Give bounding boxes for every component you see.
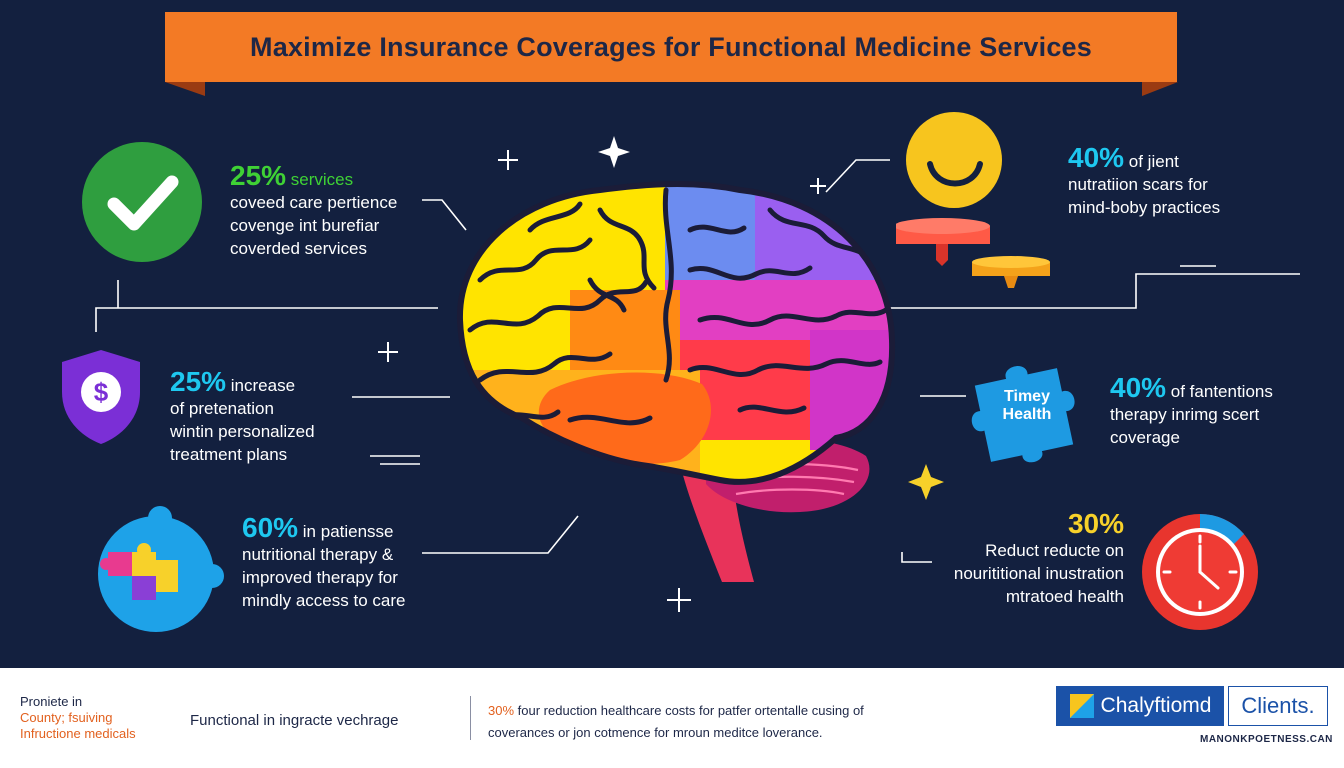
footer-left-line: Proniete in <box>20 694 83 709</box>
stat-headline: in patiensse <box>302 522 394 541</box>
stat-line: wintin personalized <box>170 422 315 441</box>
stat-percent: 30% <box>1067 508 1124 539</box>
stat-headline: of fantentions <box>1170 382 1273 401</box>
stat-line: coverded services <box>230 239 368 258</box>
logo-primary-text: Chalyftiomd <box>1100 694 1212 717</box>
stat-line: therapy inrimg scert <box>1110 405 1260 424</box>
stat-line: mind-boby practices <box>1068 198 1221 217</box>
footer: Proniete in County; fsuiving Infructione… <box>0 668 1344 768</box>
stat-percent: 60% <box>242 512 299 543</box>
footer-left-line: Infructione medicals <box>20 726 136 741</box>
stat-line: coverage <box>1110 428 1180 447</box>
stat-bottom-left: 60% in patiensse nutritional therapy & i… <box>242 514 406 612</box>
stat-percent: 40% <box>1068 142 1125 173</box>
check-icon <box>82 142 202 262</box>
sparkle-icon <box>598 136 630 168</box>
dollar-shield-icon: $ <box>62 350 140 444</box>
footer-right-percent: 30% <box>488 703 515 718</box>
smiley-icon <box>896 112 1050 288</box>
stat-line: coveed care pertience <box>230 193 398 212</box>
stat-mid-left: 25% increase of pretenation wintin perso… <box>170 368 315 466</box>
stat-line: mindly access to care <box>242 591 406 610</box>
stat-line: covenge int burefiar <box>230 216 380 235</box>
stat-percent: 25% <box>230 160 287 191</box>
logo-primary: Chalyftiomd <box>1056 686 1224 726</box>
footer-left: Proniete in County; fsuiving Infructione… <box>20 694 136 742</box>
stat-line: treatment plans <box>170 445 288 464</box>
logo-mark-icon <box>1069 694 1094 718</box>
stat-top-right: 40% of jient nutratiion scars for mind-b… <box>1068 144 1221 219</box>
stat-line: improved therapy for <box>242 568 398 587</box>
sparkle-icon <box>908 464 944 500</box>
stat-headline: increase <box>230 376 296 395</box>
logo-secondary: Clients. <box>1228 686 1328 726</box>
stat-line: mtratoed health <box>1005 587 1124 606</box>
footer-left-line: County; fsuiving <box>20 710 113 725</box>
svg-text:$: $ <box>94 377 109 407</box>
stat-bottom-right: 30% Reduct reducte on nourititional inus… <box>940 510 1124 608</box>
connector-lines <box>95 136 1300 612</box>
puzzle-label-line1: Timey <box>1004 388 1050 405</box>
stat-mid-right: 40% of fantentions therapy inrimg scert … <box>1110 374 1273 449</box>
stat-top-left: 25% services coveed care pertience coven… <box>230 162 398 260</box>
footer-tagline: MANONKPOETNESS.CAN <box>1200 734 1333 745</box>
footer-center: Functional in ingracte vechrage <box>190 712 399 729</box>
stat-percent: 25% <box>170 366 227 397</box>
puzzle-icon <box>98 506 224 632</box>
stat-line: Reduct reducte on <box>985 541 1124 560</box>
puzzle-label-line2: Health <box>1002 406 1052 423</box>
main-panel: Maximize Insurance Coverages for Functio… <box>62 12 1300 632</box>
stat-line: nourititional inustration <box>953 564 1124 583</box>
stat-line: nutritional therapy & <box>242 545 394 564</box>
page-title: Maximize Insurance Coverages for Functio… <box>165 12 1177 82</box>
brain-illustration <box>456 181 896 582</box>
logo-secondary-text: Clients. <box>1241 693 1315 718</box>
banner-fold-left <box>165 82 205 96</box>
stat-headline: of jient <box>1128 152 1179 171</box>
puzzle-icon: Timey Health <box>968 356 1090 468</box>
footer-right-line2: coverances or jon cotmence for mroun med… <box>488 725 823 740</box>
clock-icon <box>1142 513 1258 630</box>
stat-line: nutratiion scars for <box>1068 175 1208 194</box>
footer-right-line1: four reduction healthcare costs for patf… <box>517 703 864 718</box>
banner-fold-right <box>1142 82 1178 96</box>
footer-divider <box>470 696 471 740</box>
stat-line: of pretenation <box>170 399 274 418</box>
stat-headline: services <box>290 170 354 189</box>
stat-percent: 40% <box>1110 372 1167 403</box>
footer-right: 30% four reduction healthcare costs for … <box>488 700 864 744</box>
